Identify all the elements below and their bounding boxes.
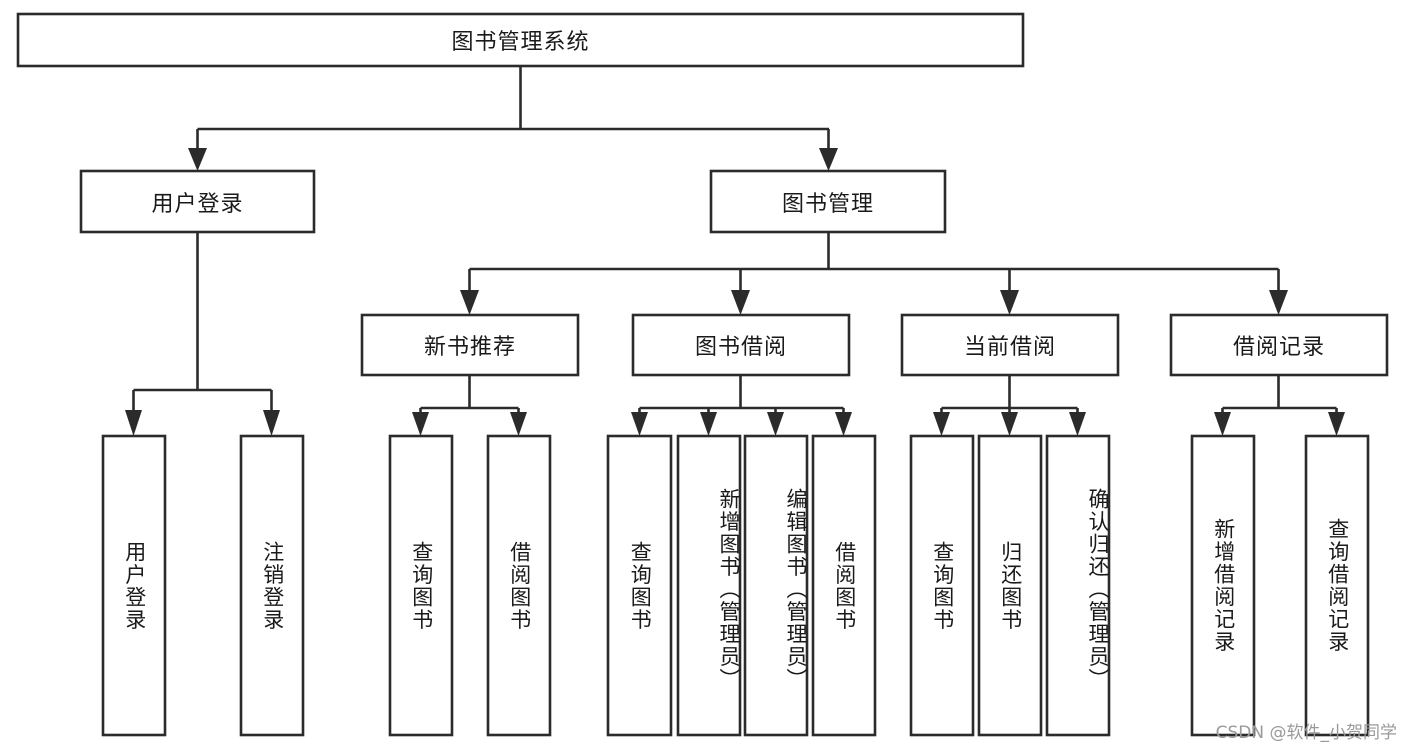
node-box-book-borrow[interactable] <box>631 313 851 377</box>
node-box-leaf-4[interactable] <box>606 434 673 737</box>
arrowhead-leaf-query-record <box>1328 412 1345 436</box>
arrowhead-leaf-return-book <box>1001 412 1018 436</box>
connectors-root-to-level2 <box>188 66 838 171</box>
node-box-leaf-12[interactable] <box>1304 434 1370 737</box>
node-box-new-book-rec[interactable] <box>360 313 580 377</box>
arrowhead-leaf-query-book-1 <box>412 412 429 436</box>
arrowhead-newbook <box>460 290 479 315</box>
arrowhead-leaf-logout <box>263 410 280 436</box>
arrowhead-leaf-borrow-book-1 <box>510 412 527 436</box>
connectors-record-to-leaves <box>1214 375 1345 436</box>
node-box-book-manage[interactable] <box>709 169 947 234</box>
node-box-leaf-10[interactable] <box>1045 434 1111 737</box>
node-box-borrow-record[interactable] <box>1169 313 1389 377</box>
arrowhead-user-login <box>188 148 207 171</box>
node-box-root[interactable] <box>16 12 1025 68</box>
node-box-current-borrow[interactable] <box>900 313 1120 377</box>
arrowhead-leaf-edit-book <box>767 412 784 436</box>
arrowhead-record <box>1269 290 1288 315</box>
connectors-current-to-leaves <box>933 375 1086 436</box>
arrowhead-leaf-confirm-return <box>1069 412 1086 436</box>
node-box-leaf-1[interactable] <box>239 434 305 737</box>
node-box-leaf-5[interactable] <box>676 434 742 737</box>
node-box-leaf-9[interactable] <box>977 434 1043 737</box>
arrowhead-leaf-add-record <box>1214 412 1231 436</box>
arrowhead-leaf-borrow-book-2 <box>835 412 852 436</box>
connectors-book-manage-to-level3 <box>460 232 1288 315</box>
arrowhead-leaf-query-book-2 <box>631 412 648 436</box>
arrowhead-leaf-user-login <box>125 410 142 436</box>
node-box-leaf-3[interactable] <box>486 434 552 737</box>
node-box-leaf-6[interactable] <box>743 434 809 737</box>
arrowhead-current <box>1000 290 1019 315</box>
node-box-leaf-2[interactable] <box>388 434 454 737</box>
node-box-user-login[interactable] <box>79 169 316 234</box>
arrowhead-borrow <box>731 290 750 315</box>
arrowhead-leaf-add-book <box>700 412 717 436</box>
node-box-leaf-7[interactable] <box>811 434 877 737</box>
connectors-newbook-to-leaves <box>412 375 527 436</box>
node-box-leaf-0[interactable] <box>101 434 167 737</box>
arrowhead-leaf-query-book-3 <box>933 412 950 436</box>
connectors-borrow-to-leaves <box>631 375 852 436</box>
connectors-user-login-to-leaves <box>125 232 280 436</box>
node-box-leaf-8[interactable] <box>909 434 975 737</box>
arrowhead-book-manage <box>819 148 838 171</box>
node-box-leaf-11[interactable] <box>1190 434 1256 737</box>
